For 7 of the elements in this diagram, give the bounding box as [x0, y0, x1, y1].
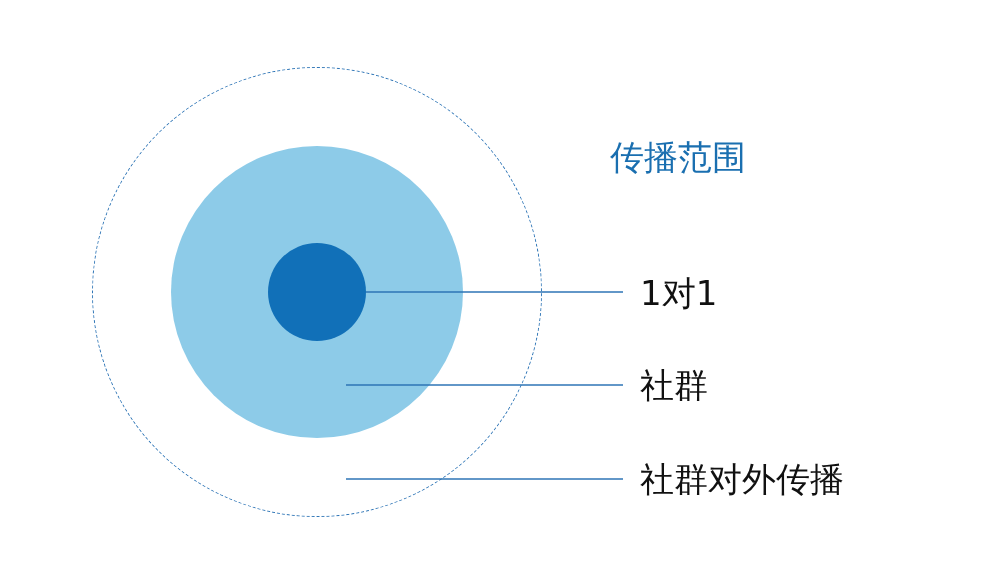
label-text: 社群对外传播 [640, 459, 844, 499]
leader-line [365, 291, 624, 293]
label-text: 社群 [640, 365, 708, 405]
leader-line [345, 384, 624, 386]
leader-line [345, 478, 624, 480]
title: 传播范围 [610, 137, 746, 177]
label-text: 1对1 [640, 273, 718, 313]
